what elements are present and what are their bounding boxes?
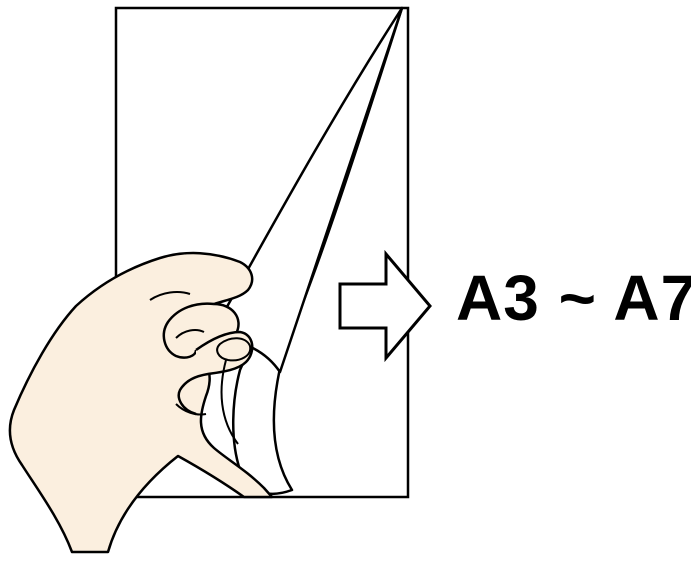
right-arrow-outline-icon	[338, 249, 432, 363]
hand-icon	[8, 251, 274, 554]
paper-size-label: A3 ~ A7	[456, 262, 691, 334]
